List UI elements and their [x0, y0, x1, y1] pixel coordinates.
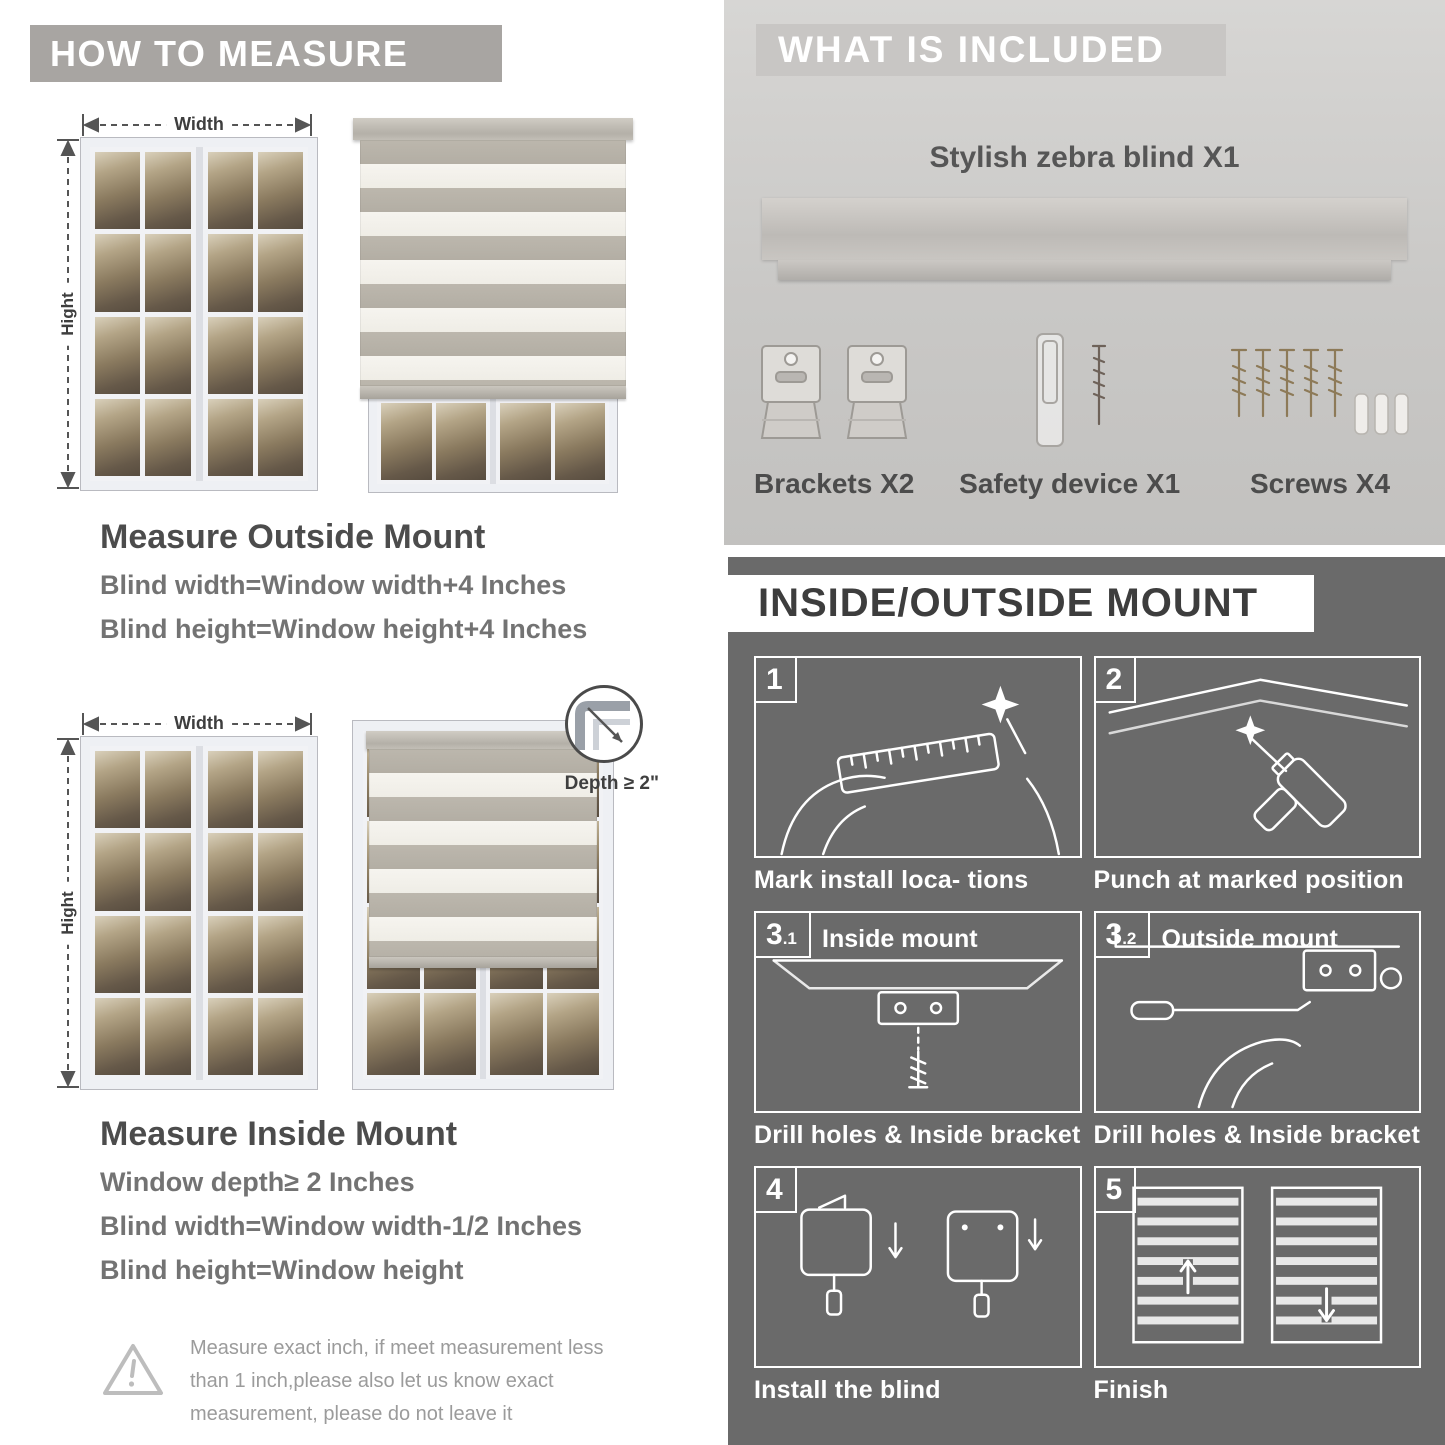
install-blind-illustration [800, 1194, 1043, 1318]
width-arrow: Width [81, 112, 317, 138]
step-finish: 5 [1093, 1166, 1421, 1405]
blind-bottomrail [360, 386, 626, 399]
step-number: 3.1 [756, 913, 811, 958]
blind-headrail [353, 118, 633, 140]
step-label: Outside mount [1161, 925, 1338, 953]
step-number: 2 [1095, 658, 1137, 703]
inside-bracket-illustration [772, 959, 1064, 1089]
what-is-included-section: WHAT IS INCLUDED Stylish zebra blind X1 [724, 0, 1445, 545]
brackets-label: Brackets X2 [754, 468, 915, 499]
outside-width-rule: Blind width=Window width+4 Inches [100, 570, 567, 600]
brackets-item: Brackets X2 [754, 342, 914, 500]
window-illustration [80, 137, 318, 491]
window-frame [352, 720, 614, 1090]
step-caption: Mark install loca- tions [754, 866, 1029, 894]
step-panel: 4 [754, 1166, 1082, 1368]
height-label: Hight [58, 881, 78, 945]
inside-depth-rule: Window depth≥ 2 Inches [100, 1167, 415, 1197]
step-caption: Drill holes & Inside bracket [1093, 1121, 1421, 1149]
step-number: 3.2 [1095, 913, 1151, 958]
height-arrow: Hight [55, 737, 81, 1089]
depth-requirement-label: Depth ≥ 2" [564, 773, 659, 794]
brackets-icon [760, 345, 908, 439]
step-caption: Drill holes & Inside bracket [754, 1121, 1081, 1149]
mount-header: INSIDE/OUTSIDE MOUNT [728, 575, 1314, 632]
drill-illustration [1108, 678, 1408, 832]
measure-warning: Measure exact inch, if meet measurement … [100, 1332, 645, 1431]
step-panel: 2 [1093, 656, 1421, 858]
inside-width-rule: Blind width=Window width-1/2 Inches [100, 1211, 583, 1241]
zebra-blind-illustration [366, 731, 600, 968]
step-punch-position: 2 [1093, 656, 1421, 895]
window-measure-figure-outside: Width Hight [55, 112, 318, 491]
step-inside-mount-bracket: 3.1 Inside mount [754, 911, 1082, 1150]
height-label: Hight [58, 282, 78, 346]
warning-text: Measure exact inch, if meet measurement … [190, 1337, 604, 1425]
window-panes [202, 147, 308, 481]
inside-mount-title: Measure Inside Mount [100, 1115, 458, 1153]
width-arrow: Width [81, 711, 317, 737]
blind-stripes [360, 140, 626, 386]
step-caption: Punch at marked position [1093, 866, 1404, 894]
blind-headrail [366, 731, 600, 749]
outside-mount-title: Measure Outside Mount [100, 518, 486, 556]
blind-bottomrail [369, 957, 597, 968]
window-panes [202, 746, 308, 1080]
step-number: 1 [756, 658, 797, 703]
blind-headrail-shadow [778, 260, 1391, 280]
mount-steps-grid: 1 [754, 656, 1421, 1405]
width-label: Width [166, 114, 232, 135]
step-panel: 3.2 Outside mount [1093, 911, 1421, 1113]
step-label: Inside mount [822, 925, 978, 953]
window-panes [90, 147, 196, 481]
step-mark-locations: 1 [754, 656, 1082, 895]
inside-mount-blind-figure: Depth ≥ 2" [352, 685, 659, 1090]
outside-mount-figures: Width Hight [55, 112, 712, 493]
finish-illustration [1131, 1186, 1382, 1344]
how-to-measure-header: HOW TO MEASURE [30, 25, 502, 82]
step-outside-mount-bracket: 3.2 Outside mount [1093, 911, 1421, 1150]
step-install-blind: 4 [754, 1166, 1082, 1405]
blind-stripes [369, 749, 597, 957]
mark-locations-illustration [780, 685, 1061, 856]
screws-label: Screws X4 [1249, 468, 1391, 499]
outside-height-rule: Blind height=Window height+4 Inches [100, 614, 588, 644]
outside-mount-blind-figure [353, 118, 633, 493]
warning-triangle-icon [103, 1344, 163, 1395]
zebra-blind-illustration [353, 118, 633, 399]
screws-item: Screws X4 [1225, 336, 1415, 500]
width-label: Width [166, 713, 232, 734]
step-panel: 3.1 Inside mount [754, 911, 1082, 1113]
outside-bracket-illustration [1113, 923, 1402, 1109]
step-panel: 5 [1093, 1166, 1421, 1368]
window-panes [90, 746, 196, 1080]
product-name: Stylish zebra blind X1 [929, 141, 1240, 174]
window-measure-figure-inside: Width Hight [55, 711, 318, 1090]
screws-icon [1230, 348, 1409, 435]
height-arrow: Hight [55, 138, 81, 490]
what-is-included-header: WHAT IS INCLUDED [756, 24, 1226, 76]
safety-device-icon [1035, 333, 1106, 447]
safety-device-label: Safety device X1 [959, 468, 1181, 499]
included-items: Brackets X2 Safety device X1 [754, 330, 1415, 500]
step-number: 5 [1095, 1168, 1137, 1213]
step-caption: Finish [1093, 1376, 1169, 1404]
right-panel: WHAT IS INCLUDED Stylish zebra blind X1 [724, 0, 1445, 1445]
blind-headrail-illustration [762, 198, 1407, 260]
how-to-measure-panel: HOW TO MEASURE Width [0, 0, 712, 1445]
inside-height-rule: Blind height=Window height [100, 1255, 464, 1285]
window-illustration [80, 736, 318, 1090]
safety-device-item: Safety device X1 [959, 330, 1180, 500]
step-number: 4 [756, 1168, 797, 1213]
step-caption: Install the blind [754, 1376, 941, 1404]
inside-mount-figures: Width Hight [55, 685, 712, 1090]
step-panel: 1 [754, 656, 1082, 858]
depth-callout-circle [565, 685, 643, 763]
mount-instructions-section: INSIDE/OUTSIDE MOUNT 1 [728, 557, 1445, 1445]
